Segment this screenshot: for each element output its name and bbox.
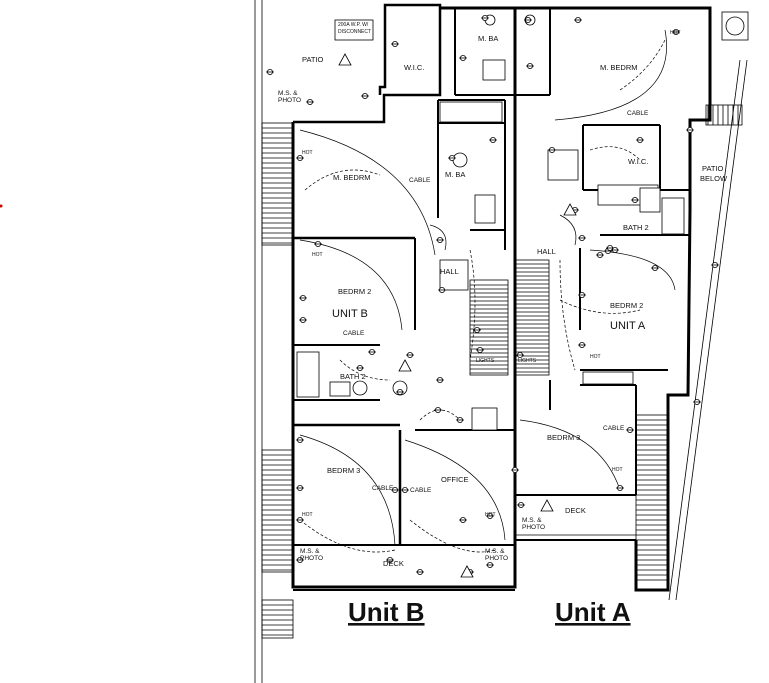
label-bedrm3-a: BEDRM 3: [547, 433, 580, 442]
edge-mark: [0, 204, 3, 208]
label-cable-a1: CABLE: [627, 110, 649, 117]
warning-symbol: [398, 359, 412, 372]
label-cable-a3: CABLE: [603, 425, 625, 432]
label-ms-photo-b1-1: M.S. &: [300, 548, 320, 555]
stair-treads: [262, 105, 739, 636]
left-stairs: [261, 122, 294, 639]
label-bath2-b: BATH 2: [340, 372, 366, 381]
label-hot-6: HOT: [485, 512, 496, 518]
door-swings: [299, 29, 676, 546]
label-bedrm3-b: BEDRM 3: [327, 466, 360, 475]
label-hot-4: HOT: [670, 30, 681, 36]
label-deck-b: DECK: [383, 559, 404, 568]
label-unit-a-small: UNIT A: [610, 320, 646, 332]
label-hot-5: HOT: [302, 512, 313, 518]
warning-symbol: [563, 203, 577, 216]
warning-symbol: [338, 53, 352, 66]
label-patio: PATIO: [302, 55, 324, 64]
label-office: OFFICE: [441, 475, 469, 484]
walls: [291, 3, 712, 592]
label-mba-top: M. BA: [478, 34, 498, 43]
title-unit-b: Unit B: [348, 597, 425, 627]
label-lights-a: LIGHTS: [518, 358, 537, 364]
warning-symbol: [460, 565, 474, 578]
label-lights-b: LIGHTS: [476, 358, 495, 364]
room-labels: PATIO 200A W.P. W/ DISCONNECT M.S. & PHO…: [278, 22, 728, 568]
label-ms-photo-a-2: PHOTO: [522, 524, 545, 531]
label-hot-7: HOT: [612, 467, 623, 473]
label-cable-b2: CABLE: [343, 330, 365, 337]
warning-symbol: [540, 499, 554, 512]
unit-titles: Unit B Unit A: [348, 597, 631, 627]
label-bath2-a: BATH 2: [623, 223, 649, 232]
interior-stairs: [469, 259, 550, 376]
label-cable-office: CABLE: [410, 487, 432, 494]
label-ms-photo-b2-2: PHOTO: [485, 555, 508, 562]
label-wic-a: W.I.C.: [628, 157, 648, 166]
label-hall-b: HALL: [440, 267, 459, 276]
label-mba-b: M. BA: [445, 170, 465, 179]
wiring: [299, 39, 666, 553]
label-ms-photo-top-2: PHOTO: [278, 97, 301, 104]
label-disconnect-2: DISCONNECT: [338, 29, 371, 35]
fixtures: [296, 11, 749, 431]
label-unit-b-small: UNIT B: [332, 308, 368, 320]
label-hot-1: HOT: [302, 150, 313, 156]
title-unit-a: Unit A: [555, 597, 631, 627]
label-ms-photo-a-1: M.S. &: [522, 517, 542, 524]
label-disconnect-1: 200A W.P. W/: [338, 22, 369, 28]
label-hot-3: HOT: [590, 354, 601, 360]
interior-stair-treads: [470, 263, 549, 374]
label-ms-photo-top-1: M.S. &: [278, 90, 298, 97]
label-deck-a: DECK: [565, 506, 586, 515]
label-ms-photo-b2-1: M.S. &: [485, 548, 505, 555]
label-bedrm2-a: BEDRM 2: [610, 301, 643, 310]
label-bedrm2-b: BEDRM 2: [338, 287, 371, 296]
label-cable-b3: CABLE: [372, 485, 394, 492]
label-patio-below-1: PATIO: [702, 164, 724, 173]
label-hot-2: HOT: [312, 252, 323, 258]
label-patio-below-2: BELOW: [700, 174, 728, 183]
label-mbedrm-b: M. BEDRM: [333, 173, 371, 182]
label-ms-photo-b1-2: PHOTO: [300, 555, 323, 562]
electrical-symbols: [266, 14, 719, 578]
label-mbedrm-a: M. BEDRM: [600, 63, 638, 72]
label-wic-b: W.I.C.: [404, 63, 424, 72]
label-cable-b1: CABLE: [409, 177, 431, 184]
label-hall-a: HALL: [537, 247, 556, 256]
